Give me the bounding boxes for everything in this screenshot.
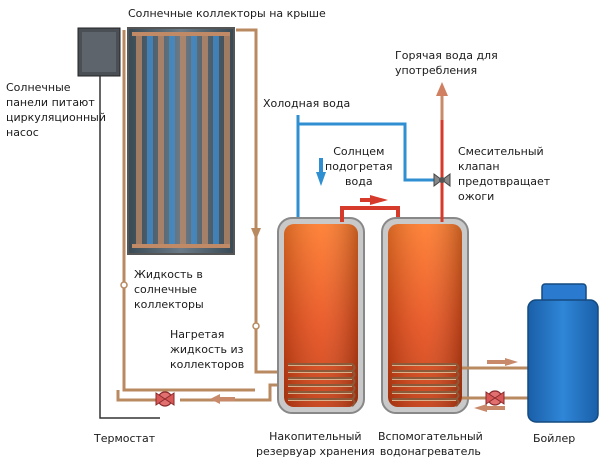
collector-copper-return	[236, 28, 285, 374]
boiler-arrow-left-shaft	[487, 406, 505, 410]
collector-tube	[224, 34, 230, 246]
heat-exchanger-coil	[392, 391, 460, 400]
circulation-pump	[155, 391, 175, 407]
heat-exchanger-coil	[392, 398, 460, 407]
collector-tube	[202, 34, 208, 246]
cold-arrow-shaft	[319, 158, 323, 174]
heat-exchanger-coil	[288, 377, 356, 386]
heat-exchanger-coil	[392, 363, 460, 372]
boiler-arrow-right-shaft	[487, 360, 505, 364]
label-fluid-to-collectors: Жидкость в солнечные коллекторы	[134, 268, 204, 311]
heat-exchanger-coil	[288, 398, 356, 407]
label-thermostat: Термостат	[94, 432, 156, 445]
mixing-valve	[433, 173, 451, 187]
sun-heated-arrow-shaft	[360, 198, 372, 202]
label-hot-water: Горячая вода для употребления	[395, 49, 498, 77]
solar-pv-panel	[77, 27, 121, 77]
label-cold-water: Холодная вода	[263, 97, 351, 110]
label-aux-heater: Вспомогательный водонагреватель	[378, 430, 483, 458]
collector-tube	[213, 34, 219, 246]
cold-arrow-down	[316, 172, 326, 186]
auxiliary-heater	[381, 217, 469, 414]
hot-arrow-up	[436, 82, 448, 96]
junction-dot-2	[252, 322, 260, 330]
sun-heated-pipe	[340, 206, 400, 222]
heat-exchanger-coil	[288, 384, 356, 393]
label-storage-tank: Накопительный резервуар хранения	[256, 430, 375, 458]
sun-heated-arrow	[370, 195, 388, 205]
label-boiler: Бойлер	[533, 432, 576, 445]
label-heated-fluid: Нагретая жидкость из коллекторов	[170, 328, 245, 371]
collector-tube	[169, 34, 175, 246]
flow-arrow-left-head	[210, 394, 220, 404]
collector-tube	[158, 34, 164, 246]
label-collectors-roof: Солнечные коллекторы на крыше	[128, 7, 326, 20]
cold-water-branch	[298, 122, 438, 182]
boiler	[527, 283, 599, 423]
junction-dot-1	[120, 281, 128, 289]
collector-tube	[191, 34, 197, 246]
collector-copper-loop	[116, 390, 160, 402]
flow-arrow-down	[251, 228, 261, 240]
boiler-valve	[485, 390, 505, 406]
collector-header	[132, 244, 230, 248]
collector-tube	[180, 34, 186, 246]
heat-exchanger-coil	[392, 377, 460, 386]
boiler-arrow-left	[474, 404, 487, 412]
solar-collector	[127, 27, 235, 255]
boiler-arrow-right	[505, 358, 518, 366]
heat-exchanger-coil	[288, 370, 356, 379]
collector-tube	[136, 34, 142, 246]
label-solar-panels: Солнечные панели питают циркуляционный н…	[6, 81, 107, 139]
collector-tube	[147, 34, 153, 246]
heat-exchanger-coil	[288, 391, 356, 400]
collector-copper-supply	[122, 30, 255, 392]
heat-exchanger-coil	[392, 370, 460, 379]
storage-tank	[277, 217, 365, 414]
heat-exchanger-coil	[392, 384, 460, 393]
control-wire	[99, 76, 160, 419]
label-mixing-valve: Смесительный клапан предотвращает ожоги	[458, 145, 551, 203]
label-sun-heated: Солнцем подогретая вода	[325, 145, 393, 188]
heat-exchanger-coil	[288, 363, 356, 372]
collector-header	[132, 32, 230, 36]
